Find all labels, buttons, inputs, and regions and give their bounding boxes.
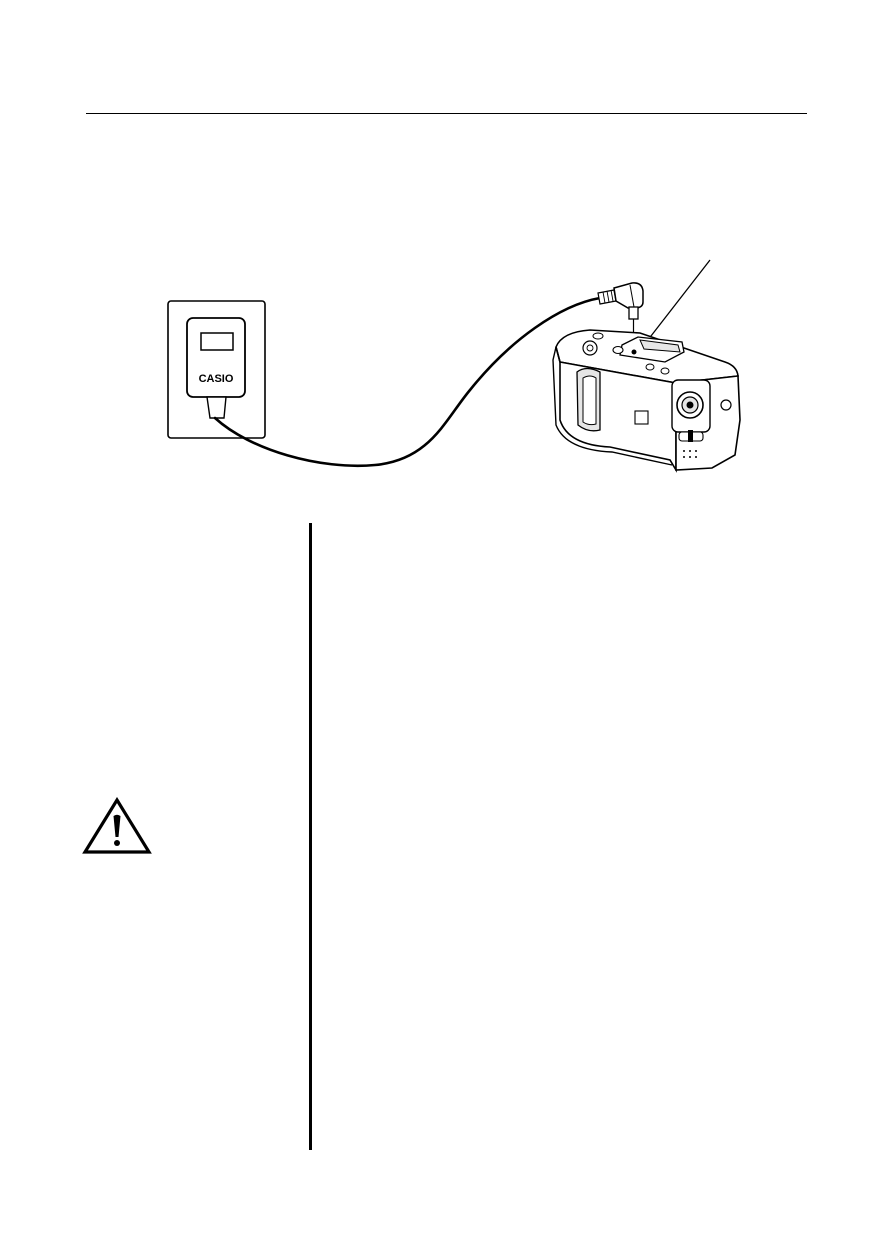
header-rule: [86, 113, 807, 114]
power-cord-icon: [213, 296, 602, 467]
ac-adapter-icon: CASIO: [167, 300, 266, 439]
camera-icon: [552, 329, 741, 473]
warning-triangle-icon: [82, 797, 152, 854]
dc-plug-icon: [597, 282, 644, 346]
leader-line: [643, 259, 711, 346]
adapter-connection-illustration: CASIO: [167, 259, 741, 473]
adapter-brand-label: CASIO: [199, 373, 234, 385]
column-divider: [309, 523, 312, 1150]
